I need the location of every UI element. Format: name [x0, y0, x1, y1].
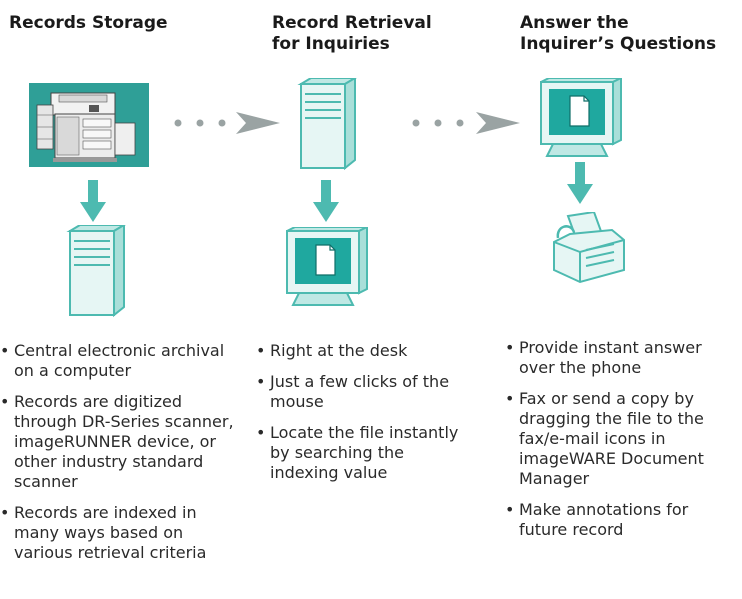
- fax-machine-icon: [553, 212, 625, 284]
- arrow-down-icon: [80, 180, 106, 222]
- list-item: Just a few clicks of the mouse: [256, 372, 468, 412]
- heading-line: Record Retrieval: [272, 13, 432, 33]
- list-item: Right at the desk: [256, 341, 468, 361]
- monitor-document-icon: [540, 78, 622, 157]
- list-item: Make annotations for future record: [505, 500, 739, 540]
- answer-questions-bullets: Provide instant answer over the phone Fa…: [505, 338, 739, 551]
- arrow-down-icon: [313, 180, 339, 222]
- list-item: Locate the file instantly by searching t…: [256, 423, 468, 483]
- heading-answer-questions: Answer the Inquirer’s Questions: [520, 13, 716, 55]
- arrow-down-icon: [567, 162, 593, 204]
- heading-line: Inquirer’s Questions: [520, 34, 717, 54]
- heading-record-retrieval: Record Retrieval for Inquiries: [272, 13, 432, 55]
- list-item: Fax or send a copy by dragging the file …: [505, 389, 739, 489]
- list-item: Central electronic archival on a compute…: [0, 341, 240, 381]
- monitor-document-icon: [286, 227, 368, 306]
- heading-records-storage: Records Storage: [9, 13, 168, 34]
- dotted-arrow-right-icon: [174, 112, 280, 134]
- dotted-arrow-right-icon: [412, 112, 520, 134]
- heading-line: Records Storage: [9, 13, 168, 33]
- record-retrieval-bullets: Right at the desk Just a few clicks of t…: [256, 341, 468, 494]
- heading-line: for Inquiries: [272, 34, 390, 54]
- list-item: Records are digitized through DR-Series …: [0, 392, 240, 492]
- server-tower-icon: [297, 78, 357, 171]
- records-storage-bullets: Central electronic archival on a compute…: [0, 341, 240, 574]
- list-item: Records are indexed in many ways based o…: [0, 503, 240, 563]
- heading-line: Answer the: [520, 13, 629, 33]
- server-tower-icon: [66, 225, 126, 318]
- copier-device-icon: [29, 83, 149, 167]
- list-item: Provide instant answer over the phone: [505, 338, 739, 378]
